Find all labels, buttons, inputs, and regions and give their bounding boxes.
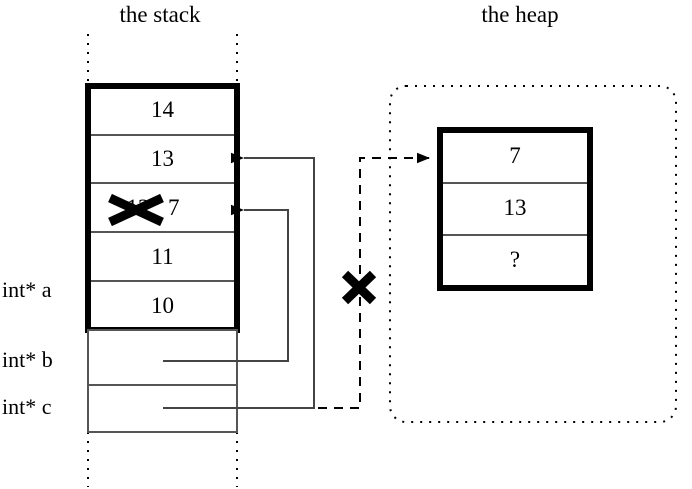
variable-label-c: int* c xyxy=(2,394,52,419)
pointer-b-route xyxy=(163,204,289,362)
heap-title: the heap xyxy=(481,2,559,27)
stack-cell-value-3: 11 xyxy=(151,244,174,269)
stack-cell-value-1: 13 xyxy=(151,146,174,171)
variable-label-a: int* a xyxy=(2,277,52,302)
stack-title: the stack xyxy=(119,2,201,27)
invalid-pointer-x-icon xyxy=(341,270,377,305)
stack-pointer-cells xyxy=(87,329,238,433)
heap-cell-value-2: ? xyxy=(509,247,521,272)
struck-value-x-icon xyxy=(108,193,164,227)
stack-cell-value-2-replacement: 7 xyxy=(168,195,180,220)
stack-region-guides xyxy=(87,34,238,487)
pointer-c-route xyxy=(163,152,315,409)
dangling-heap-pointer xyxy=(318,152,430,409)
heap-block xyxy=(437,127,593,291)
stack-frame-block xyxy=(85,83,240,333)
variable-label-b: int* b xyxy=(2,347,53,372)
stack-cell-value-2-struck: 12 xyxy=(126,195,150,220)
stack-cell-value-0: 14 xyxy=(151,97,174,122)
heap-boundary xyxy=(389,85,677,423)
stack-cell-value-4: 10 xyxy=(151,293,174,318)
heap-cell-value-1: 13 xyxy=(503,195,527,220)
heap-cell-value-0: 7 xyxy=(509,143,521,168)
